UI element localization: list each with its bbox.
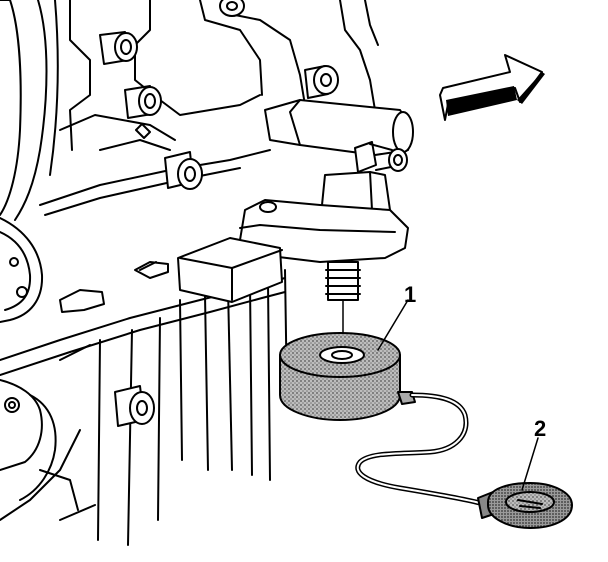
direction-arrow-icon (439, 54, 545, 121)
mounting-bosses (99, 0, 339, 427)
electrical-connector (139, 237, 283, 303)
sensor-mount-bracket (239, 99, 414, 356)
callout-1-leader (377, 299, 409, 351)
knock-sensor (279, 332, 401, 421)
engine-block (0, 0, 379, 546)
callout-2-leader (521, 437, 539, 491)
callout-2-label: 2 (534, 416, 546, 441)
sensor-connector-plug (477, 482, 573, 529)
sensor-wire-harness (355, 391, 483, 506)
callout-1-label: 1 (404, 282, 416, 307)
